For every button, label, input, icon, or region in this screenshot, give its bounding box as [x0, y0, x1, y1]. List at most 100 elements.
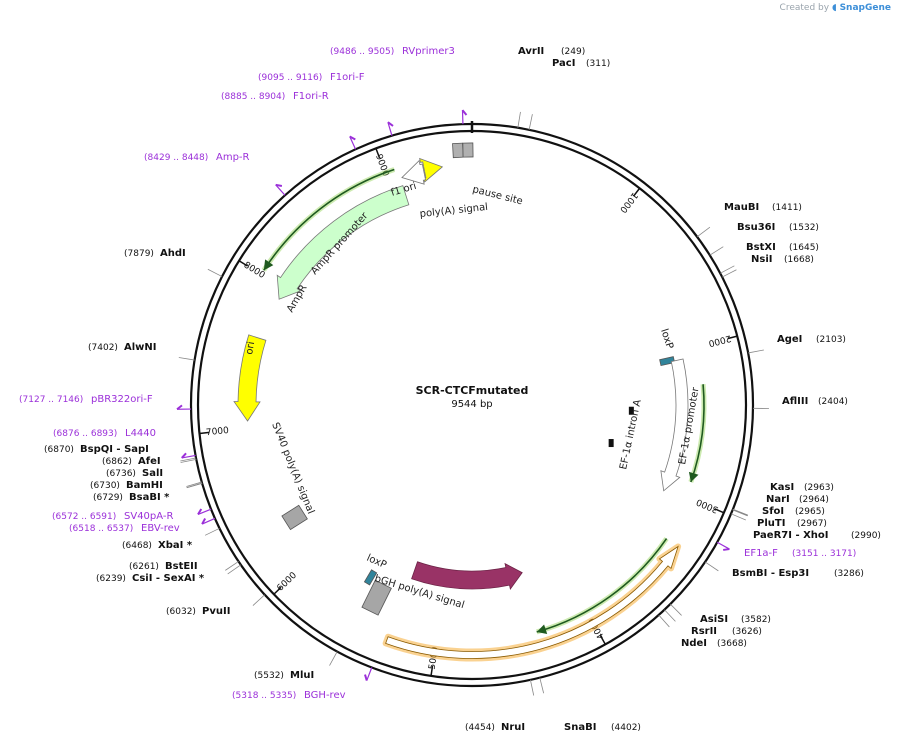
svg-text:(6870): (6870) — [44, 445, 74, 455]
enzyme-label-paci: PacI(311) — [552, 58, 610, 69]
primer-label-amp-r: (8429 .. 8448)Amp-R — [144, 152, 250, 163]
credit-brand: SnapGene — [839, 3, 891, 13]
scale-tick — [273, 586, 282, 595]
svg-text:SnaBI: SnaBI — [564, 722, 596, 733]
svg-text:(6572 .. 6591): (6572 .. 6591) — [52, 512, 116, 522]
primer-leader-line — [387, 122, 393, 136]
feature-label-ori: ori — [244, 341, 257, 356]
svg-text:AhdI: AhdI — [160, 248, 186, 259]
dtk-arrow — [411, 561, 523, 591]
feature-label-dtk: ΔTK — [463, 610, 487, 622]
primer-mark — [387, 121, 394, 127]
svg-text:PaeR7I - XhoI: PaeR7I - XhoI — [753, 530, 829, 541]
feature-label-loxp-1: loxP — [658, 328, 675, 351]
svg-text:(7402): (7402) — [88, 343, 118, 353]
scale-tick — [238, 260, 248, 267]
scale-tick-label: 8000 — [242, 260, 267, 281]
enzyme-leader-line — [252, 594, 266, 606]
svg-text:NruI: NruI — [501, 722, 525, 733]
enzyme-label-bspqi-sapi: (6870) BspQI - SapI — [44, 444, 149, 455]
primer-mark — [723, 548, 730, 551]
svg-text:(2964): (2964) — [799, 495, 829, 505]
loxp-box-1 — [659, 356, 676, 367]
enzyme-sites — [178, 111, 769, 696]
enzyme-leader-line — [528, 114, 533, 130]
enzyme-leader-line — [180, 457, 197, 462]
enzyme-label-afliii: AflIII(2404) — [782, 396, 848, 407]
enzyme-leader-line — [664, 609, 676, 622]
enzyme-leader-line — [539, 677, 545, 694]
svg-text:(2103): (2103) — [816, 335, 846, 345]
svg-text:pBR322ori-F: pBR322ori-F — [91, 394, 153, 405]
scale-tick-label: 3000 — [695, 496, 720, 514]
primer-leader-line — [349, 136, 357, 150]
enzyme-label-bsabi: (6729)BsaBI * — [93, 492, 170, 503]
svg-text:AlwNI: AlwNI — [124, 342, 157, 353]
svg-text:(1645): (1645) — [789, 243, 819, 253]
primer-mark — [461, 109, 468, 116]
enzyme-label-maubi: MauBI(1411) — [724, 202, 802, 213]
svg-text:EBV-rev: EBV-rev — [141, 523, 180, 534]
enzyme-label-snabi: SnaBI(4402) — [564, 722, 641, 733]
scale-tick-label: 1000 — [617, 190, 639, 214]
svg-text:BspQI - SapI: BspQI - SapI — [80, 444, 149, 455]
svg-text:(8885 .. 8904): (8885 .. 8904) — [221, 92, 285, 102]
enzyme-leader-line — [530, 679, 535, 696]
primer-sites — [176, 109, 730, 681]
svg-text:BamHI: BamHI — [126, 480, 163, 491]
enzyme-label-alwni: (7402) AlwNI — [88, 342, 157, 353]
enzyme-label-asisi: AsiSI(3582) — [700, 614, 771, 625]
ampr-promoter-arrow — [401, 159, 427, 185]
green-helper-lower — [536, 538, 668, 633]
svg-text:(2965): (2965) — [795, 507, 825, 517]
primer-leader-line — [275, 184, 286, 196]
enzyme-leader-line — [186, 481, 202, 487]
svg-text:F1ori-R: F1ori-R — [293, 91, 329, 102]
primer-leader-line — [201, 517, 216, 525]
svg-text:SalI: SalI — [142, 468, 163, 479]
svg-text:F1ori-F: F1ori-F — [330, 72, 365, 83]
scale-tick — [199, 431, 210, 435]
enzyme-leader-line — [204, 527, 220, 536]
plasmid-size: 9544 bp — [451, 399, 492, 410]
svg-text:(2963): (2963) — [804, 483, 834, 493]
enzyme-leader-line — [178, 357, 195, 361]
intron-marker — [608, 439, 614, 448]
primer-leader-line — [716, 541, 730, 550]
sv40-polya-box — [281, 504, 308, 531]
primer-label-ef1a-f: EF1a-F(3151 .. 3171) — [744, 548, 856, 559]
primer-label-rvprimer3: (9486 .. 9505)RVprimer3 — [330, 46, 455, 57]
enzyme-leader-line — [696, 226, 711, 238]
enzyme-label-bamhi: (6730)BamHI — [90, 480, 163, 491]
enzyme-label-ahdi: (7879) AhdI — [124, 248, 186, 259]
pause-site-box — [452, 142, 464, 159]
enzyme-leader-line — [227, 564, 242, 575]
enzyme-label-xbai: (6468)XbaI * — [122, 540, 193, 551]
enzyme-label-ndei: NdeI(3668) — [681, 638, 747, 649]
svg-text:PacI: PacI — [552, 58, 575, 69]
enzyme-leader-line — [720, 265, 735, 274]
enzyme-leader-line — [207, 268, 223, 277]
svg-text:(9486 .. 9505): (9486 .. 9505) — [330, 47, 394, 57]
enzyme-leader-line — [517, 111, 521, 128]
svg-text:NsiI: NsiI — [751, 254, 772, 265]
svg-text:BGH-rev: BGH-rev — [304, 690, 346, 701]
primer-mark — [181, 452, 187, 459]
primer-mark — [349, 135, 356, 141]
svg-text:(6032): (6032) — [166, 607, 196, 617]
svg-text:(6518 .. 6537): (6518 .. 6537) — [69, 524, 133, 534]
enzyme-label-mlui: (5532)MluI — [254, 670, 314, 681]
scale-tick — [430, 665, 434, 677]
enzyme-label-kasi: KasI(2963) — [770, 482, 834, 493]
feature-label-loxp-2: loxP — [365, 553, 388, 571]
svg-text:(3582): (3582) — [741, 615, 771, 625]
primer-mark — [364, 674, 368, 681]
primer-label-sv40pa-r: (6572 .. 6591)SV40pA-R — [52, 511, 173, 522]
enzyme-leader-line — [704, 561, 719, 572]
polya-signal-box — [462, 142, 474, 158]
svg-text:(7879): (7879) — [124, 249, 154, 259]
enzyme-label-nrui: (4454)NruI — [465, 722, 525, 733]
primer-leader-line — [197, 508, 212, 515]
svg-text:(8429 .. 8448): (8429 .. 8448) — [144, 153, 208, 163]
svg-text:BsaBI *: BsaBI * — [129, 492, 170, 503]
